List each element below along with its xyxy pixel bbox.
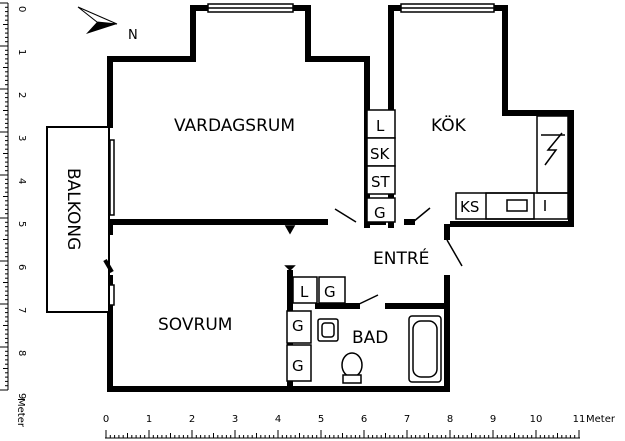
vertical-tick-label: 6 bbox=[16, 264, 27, 270]
bedroom-wardrobes bbox=[286, 310, 312, 382]
horizontal-tick-label: 9 bbox=[490, 414, 496, 425]
fixture-kitchen-sk: SK bbox=[370, 145, 391, 163]
vertical-tick-label: 5 bbox=[16, 221, 27, 227]
hall-cabinets bbox=[292, 276, 346, 304]
room-label-sovrum: SOVRUM bbox=[158, 315, 232, 335]
horizontal-tick-label: 6 bbox=[361, 414, 367, 425]
horizontal-tick-label: 2 bbox=[189, 414, 195, 425]
balcony: BALKONG bbox=[46, 126, 114, 313]
vertical-tick-label: 2 bbox=[16, 92, 27, 98]
vertical-tick-label: 3 bbox=[16, 135, 27, 141]
windows bbox=[105, 3, 495, 306]
room-label-balkong: BALKONG bbox=[63, 168, 83, 250]
horizontal-tick-label: 1 bbox=[146, 414, 152, 425]
kitchen-cabinets bbox=[366, 109, 396, 223]
compass: N bbox=[77, 6, 138, 43]
horizontal-unit-label: Meter bbox=[586, 414, 616, 425]
room-label-vardagsrum: VARDAGSRUM bbox=[174, 116, 295, 136]
horizontal-tick-label: 0 bbox=[103, 414, 109, 425]
vertical-scale: 0 1 2 3 4 5 6 7 8 9 bbox=[0, 2, 27, 399]
toilet-icon bbox=[341, 352, 363, 378]
kitchen-counter bbox=[455, 115, 569, 220]
horizontal-tick-label: 4 bbox=[275, 414, 281, 425]
fixture-kitchen-ks: KS bbox=[460, 198, 479, 216]
room-label-bad: BAD bbox=[352, 328, 388, 348]
fixture-bedroom-g1: G bbox=[292, 317, 304, 335]
vertical-tick-label: 4 bbox=[16, 178, 27, 184]
vertical-tick-label: 8 bbox=[16, 350, 27, 356]
horizontal-scale: 0 1 2 3 4 5 6 7 8 9 10 11 bbox=[103, 414, 586, 439]
horizontal-tick-label: 10 bbox=[530, 414, 543, 425]
bathroom-fixtures bbox=[317, 315, 442, 384]
horizontal-tick-label: 11 bbox=[573, 414, 586, 425]
horizontal-tick-label: 5 bbox=[318, 414, 324, 425]
fixture-hall-l: L bbox=[300, 283, 309, 301]
interior-walls bbox=[110, 219, 450, 389]
horizontal-tick-label: 8 bbox=[447, 414, 453, 425]
fixture-bedroom-g2: G bbox=[292, 357, 304, 375]
horizontal-tick-label: 7 bbox=[404, 414, 410, 425]
vertical-tick-label: 0 bbox=[16, 6, 27, 12]
room-label-kok: KÖK bbox=[431, 114, 467, 136]
vertical-tick-label: 1 bbox=[16, 49, 27, 55]
vertical-tick-label: 7 bbox=[16, 307, 27, 313]
fixture-kitchen-l: L bbox=[376, 117, 385, 135]
vertical-tick-label: 9 bbox=[16, 393, 27, 399]
fixture-hall-g: G bbox=[324, 283, 336, 301]
doors bbox=[284, 207, 463, 307]
north-label: N bbox=[128, 28, 138, 43]
fixture-kitchen-g: G bbox=[374, 204, 386, 222]
horizontal-tick-label: 3 bbox=[232, 414, 238, 425]
vertical-unit-label: Meter bbox=[15, 398, 26, 428]
fixture-kitchen-st: ST bbox=[371, 173, 391, 191]
room-label-entre: ENTRÉ bbox=[373, 247, 429, 269]
